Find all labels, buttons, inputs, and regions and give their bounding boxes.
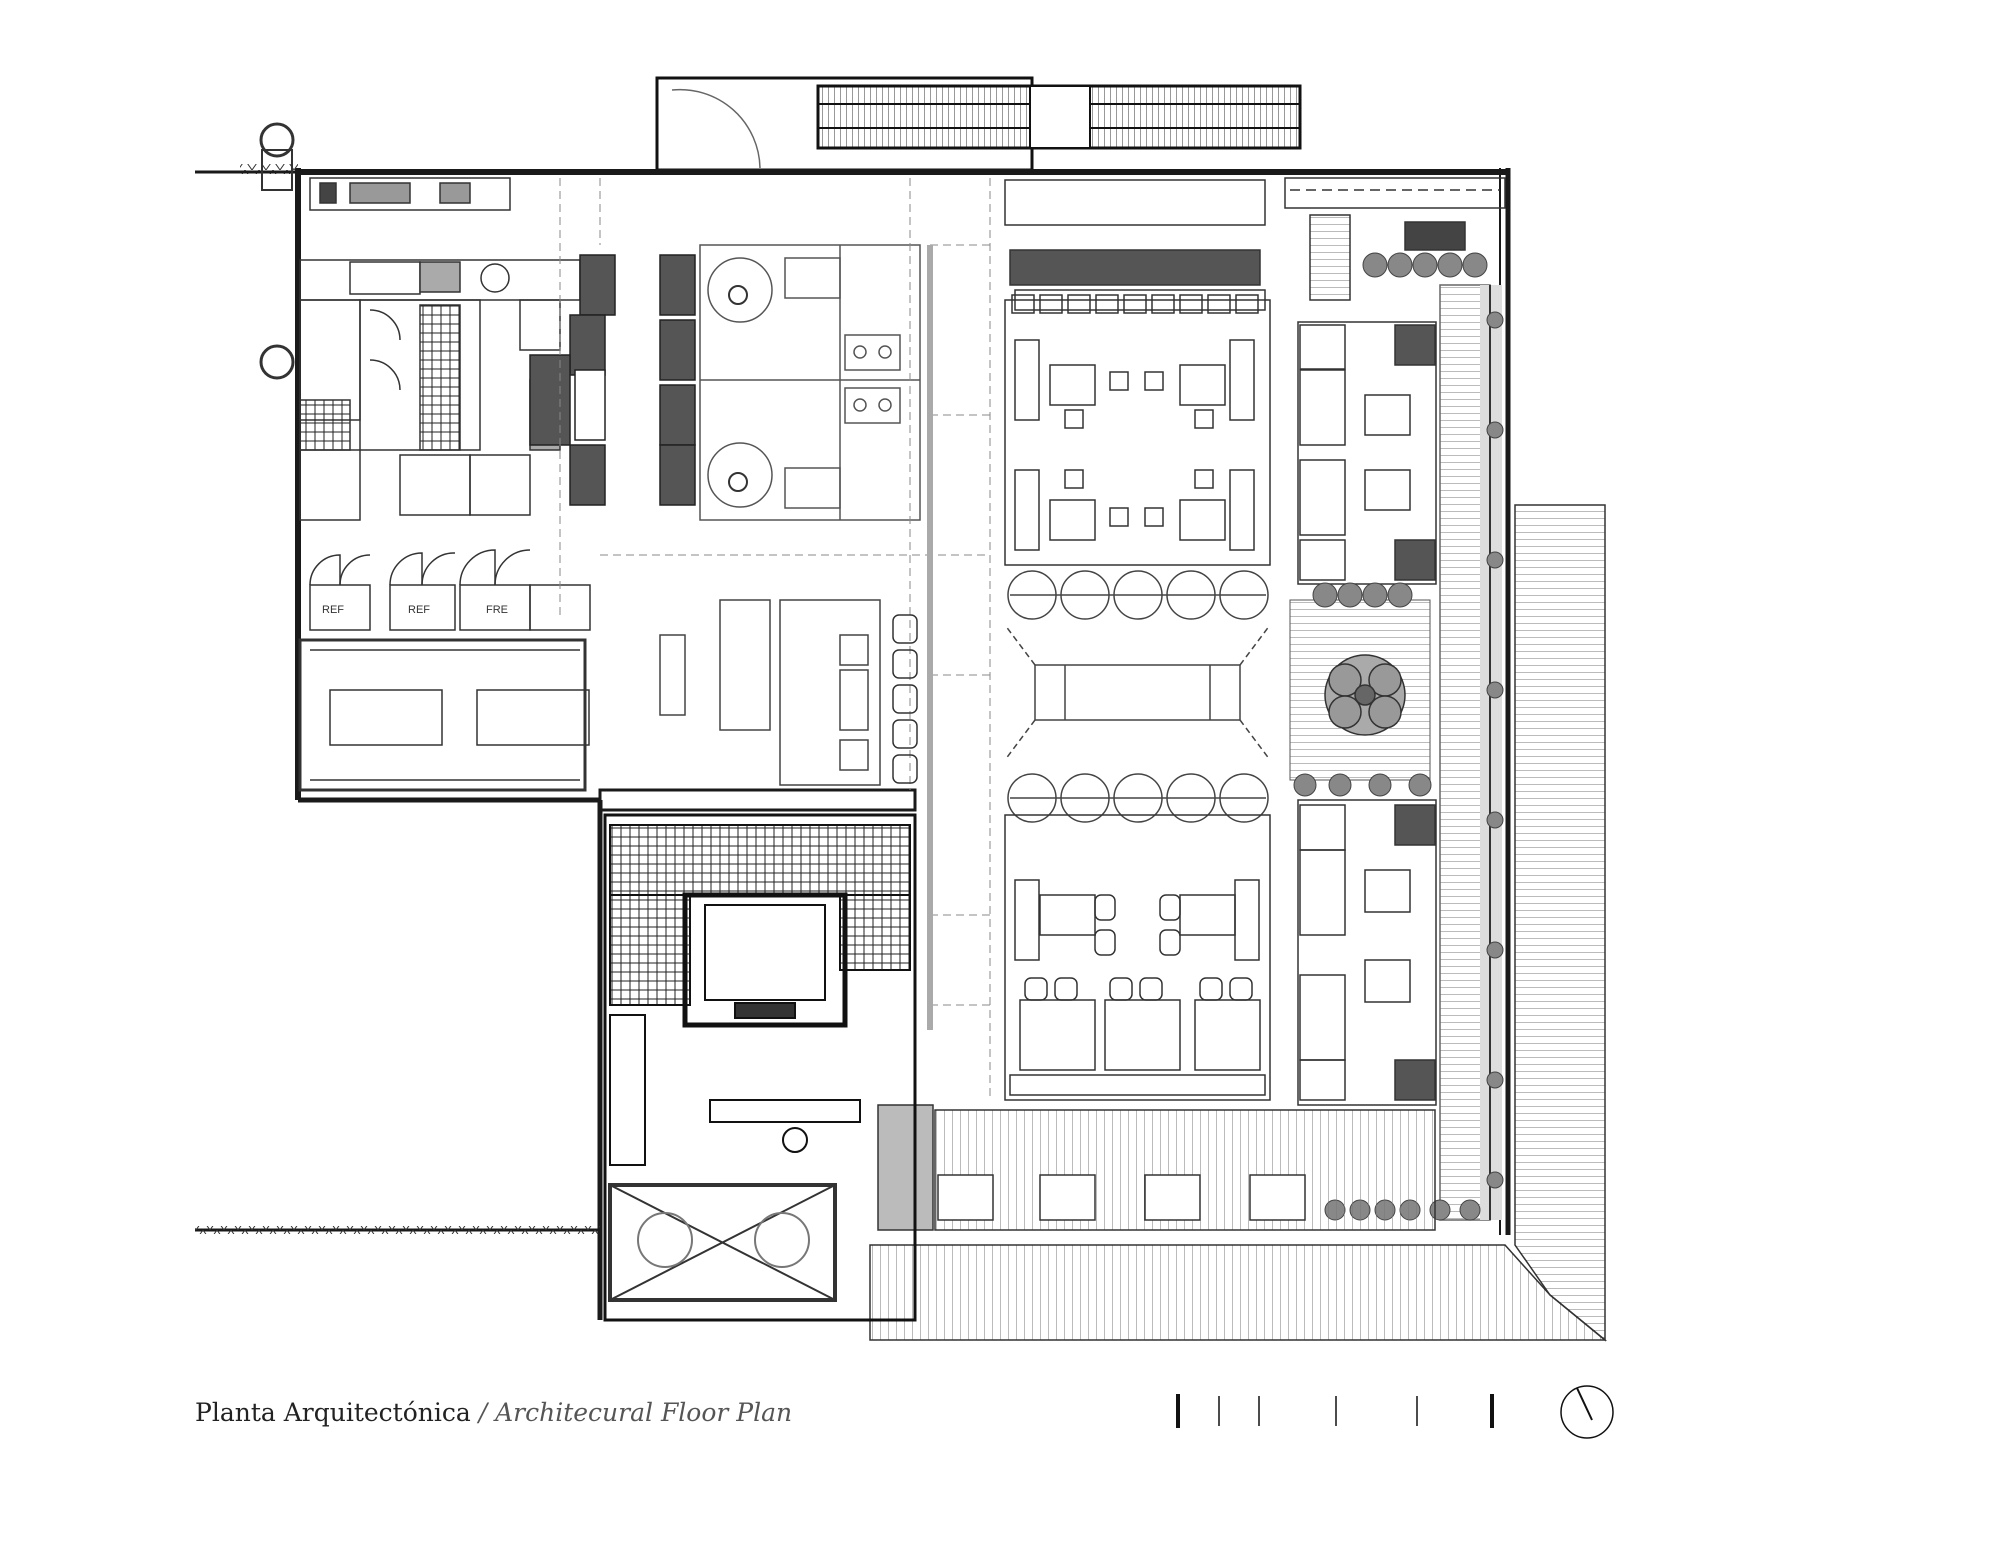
kitchen-equipment [529, 254, 696, 506]
fridge-label-1: REF [322, 604, 344, 616]
dining-chairs-bottom [1024, 894, 1253, 1001]
circulation-lines [559, 178, 991, 1100]
round-tables-row-1 [1007, 570, 1269, 620]
restrooms [699, 244, 921, 521]
caption-separator: / [470, 1398, 496, 1427]
wheelchair-icon [728, 285, 748, 492]
stair-core [603, 813, 917, 1322]
north-arrow-icon [1560, 1385, 1614, 1439]
caption-title: Planta Arquitectónica [195, 1398, 471, 1427]
bar-stools [892, 614, 918, 784]
main-dining-top [1004, 179, 1271, 566]
round-tables-row-2 [1007, 773, 1269, 823]
freezer-label: FRE [486, 604, 508, 616]
terrace [1284, 177, 1506, 1221]
central-table [1004, 624, 1271, 761]
railing-posts [259, 122, 295, 380]
private-dining-room [298, 638, 590, 792]
roof-hatch [869, 504, 1608, 1342]
elevator-shaft [608, 1183, 837, 1302]
fridge-label-2: REF [408, 604, 430, 616]
terrace-booths-bottom [1297, 799, 1437, 1106]
terrace-booths-top [1297, 321, 1437, 585]
scale-bar-icon [1176, 1394, 1494, 1428]
entrance-canopy [655, 76, 1302, 172]
drawing-caption: Planta Arquitectónica / Architecural Flo… [195, 1398, 792, 1427]
caption-subtitle: Architecural Floor Plan [495, 1398, 793, 1427]
main-dining-bottom [1004, 814, 1271, 1101]
outdoor-deck [877, 1104, 1436, 1231]
banquette-chairs-top [1011, 294, 1259, 314]
bar-area [659, 599, 881, 786]
tree-icon [1324, 654, 1406, 736]
kitchen-area [299, 177, 591, 631]
